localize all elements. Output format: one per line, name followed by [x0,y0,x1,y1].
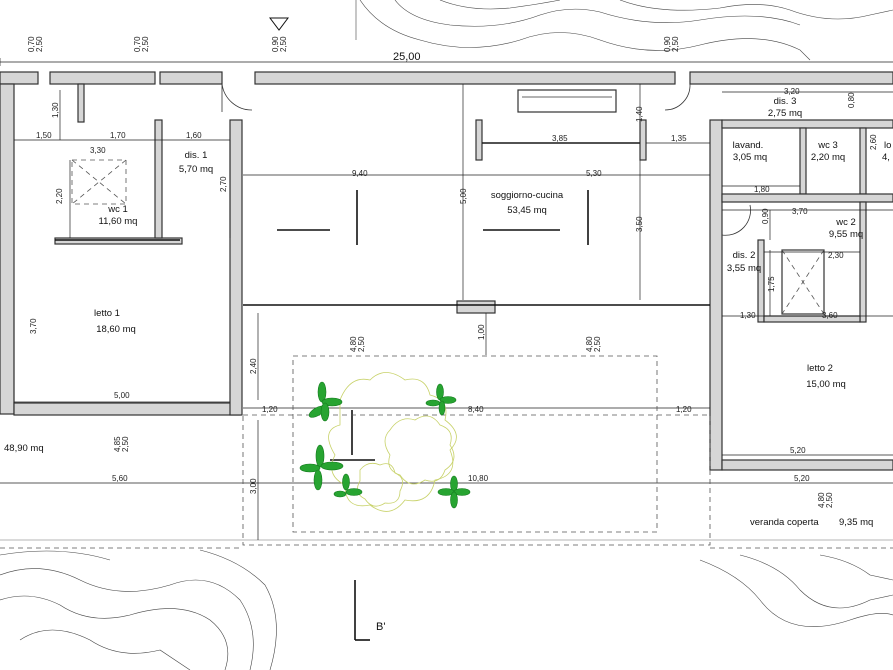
dimension-label: 1,50 [36,131,52,140]
patio-outline [0,355,893,549]
dimension-label: 3,60 [822,311,838,320]
dimension-label: 3,20 [784,87,800,96]
dimension-label: 1,70 [110,131,126,140]
height-label: 2,50 [825,492,834,508]
room-area: 53,45 mq [507,205,547,216]
dimension-label: 2,30 [828,251,844,260]
shaft-dis2 [781,249,825,315]
dimension-label: 0,90 [761,208,770,224]
room-name: dis. 1 [185,150,208,161]
dimension-label: 1,20 [262,405,278,414]
height-label: 0,70 [27,36,36,52]
dimension-label: 3,00 [249,478,258,494]
height-label: 2,50 [671,36,680,52]
dimension-lines [0,84,893,540]
dimension-label: 2,40 [249,358,258,374]
room-area: 9,55 mq [829,229,863,240]
room-area: 48,90 mq [4,443,44,454]
height-label: 4,85 [113,436,122,452]
dimension-label: 1,20 [676,405,692,414]
dimension-labels: 1,50 1,70 1,60 3,30 1,30 2,20 2,70 3,70 … [29,87,878,494]
room-area: 5,70 mq [179,164,213,175]
dimension-label: 1,60 [186,131,202,140]
overall-dimension-label: 25,00 [393,51,421,63]
height-label: 0,90 [271,36,280,52]
height-label: 2,50 [593,336,602,352]
height-label: 4,80 [585,336,594,352]
room-name: wc 3 [817,140,838,151]
dimension-label: 1,80 [754,185,770,194]
height-label: 2,50 [279,36,288,52]
room-area: 3,55 mq [727,263,761,274]
dimension-label: 1,75 [767,276,776,292]
dimension-label: 0,80 [847,92,856,108]
room-name: dis. 3 [774,96,797,107]
dimension-label: 9,40 [352,169,368,178]
room-area: 9,35 mq [839,517,873,528]
room-name: letto 1 [94,308,120,319]
room-name: veranda coperta [750,517,819,528]
dimension-label: 5,00 [459,188,468,204]
dimension-label: 5,20 [790,446,806,455]
room-name: lavand. [733,140,764,151]
dimension-label: 1,35 [671,134,687,143]
room-name: wc 2 [835,217,856,228]
room-area: 3,05 mq [733,152,767,163]
dimension-label: 3,85 [552,134,568,143]
walls [0,71,893,471]
dimension-label: 8,40 [468,405,484,414]
section-marker: B' [376,621,385,633]
dimension-label: 2,60 [869,134,878,150]
dimension-label: 3,70 [792,207,808,216]
room-name: dis. 2 [733,250,756,261]
room-area: 2,75 mq [768,108,802,119]
room-name: soggiorno-cucina [491,190,564,201]
dimension-label: 3,50 [635,216,644,232]
shaft-wc1 [71,159,127,205]
level-marker-icon [269,17,289,31]
room-name: wc 1 [107,204,128,215]
dimension-label: 5,60 [112,474,128,483]
room-name: lo [884,140,891,151]
dimension-label: 2,20 [55,188,64,204]
room-name: letto 2 [807,363,833,374]
dimension-label: 1,30 [740,311,756,320]
doors [221,83,751,236]
dimension-label: 1,30 [51,102,60,118]
height-label: 2,50 [141,36,150,52]
dimension-label: 3,70 [29,318,38,334]
dimension-label: 5,00 [114,391,130,400]
height-label: 0,90 [663,36,672,52]
dimension-label: 10,80 [468,474,489,483]
height-markers: 0,70 2,50 0,70 2,50 0,90 2,50 0,90 2,50 … [27,36,834,508]
room-area: 11,60 mq [99,216,138,227]
height-label: 0,70 [133,36,142,52]
tree-canopy [328,372,457,512]
room-area: 15,00 mq [806,379,846,390]
room-labels: letto 1 18,60 mq letto 2 15,00 mq wc 1 1… [4,96,891,528]
room-area: 4, [882,152,890,163]
dimension-label: 1,00 [477,324,486,340]
plant-icon [299,381,471,509]
dimension-label: 2,70 [219,176,228,192]
height-label: 4,80 [817,492,826,508]
dimension-label: 5,20 [794,474,810,483]
height-label: 2,50 [121,436,130,452]
height-label: 2,50 [35,36,44,52]
top-dimension [0,58,893,66]
room-area: 2,20 mq [811,152,845,163]
dimension-label: 3,30 [90,146,106,155]
room-area: 18,60 mq [96,324,136,335]
dimension-label: 5,30 [586,169,602,178]
dimension-label: 1,40 [635,106,644,122]
height-label: 4,80 [349,336,358,352]
furniture [55,190,710,641]
height-label: 2,50 [357,336,366,352]
